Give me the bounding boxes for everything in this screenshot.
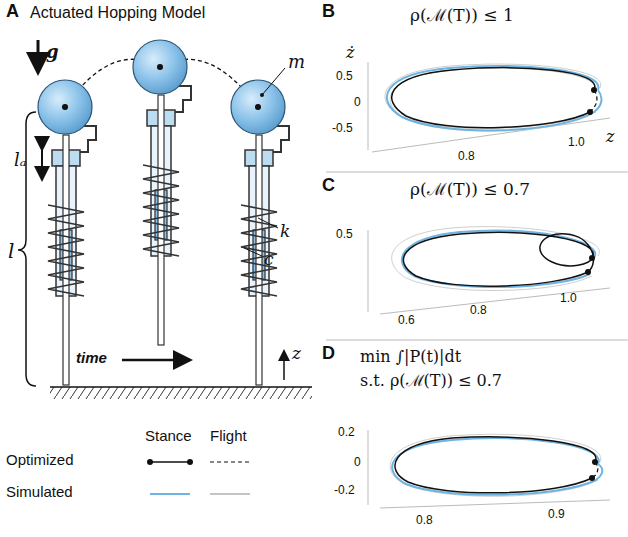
label: z bbox=[606, 128, 614, 146]
label: min ∫|P(t)|dt bbox=[360, 348, 461, 366]
label: -0.2 bbox=[334, 484, 355, 497]
label: l bbox=[8, 240, 14, 262]
label: 0 bbox=[354, 456, 361, 469]
label: 1.0 bbox=[568, 136, 585, 149]
label: 0.8 bbox=[416, 514, 433, 527]
label: g bbox=[46, 42, 59, 62]
label: c bbox=[264, 250, 274, 269]
label: 0.5 bbox=[336, 228, 353, 241]
label: z bbox=[292, 344, 301, 363]
label: Stance bbox=[145, 428, 192, 445]
label: 0.5 bbox=[336, 70, 353, 83]
legend-text: Simulated bbox=[6, 484, 73, 501]
label: -0.5 bbox=[332, 122, 353, 135]
label: lₐ bbox=[14, 150, 27, 170]
label: C bbox=[322, 176, 335, 196]
label: Flight bbox=[210, 428, 247, 445]
label: 0 bbox=[354, 96, 361, 109]
label: 0.9 bbox=[548, 508, 565, 521]
label: A bbox=[6, 2, 19, 22]
label: D bbox=[322, 344, 335, 364]
label: time bbox=[76, 350, 107, 367]
hopper bbox=[38, 80, 96, 385]
label: ż bbox=[346, 44, 354, 62]
label: ρ(ℳ(T)) ≤ 0.7 bbox=[410, 180, 530, 199]
label: 0.6 bbox=[398, 314, 415, 327]
label: 0.8 bbox=[458, 150, 475, 163]
label: Actuated Hopping Model bbox=[30, 4, 205, 22]
label: 1.0 bbox=[560, 292, 577, 305]
label: 0.2 bbox=[338, 426, 355, 439]
label: m bbox=[288, 52, 305, 72]
label: s.t. ρ(ℳ(T)) ≤ 0.7 bbox=[360, 372, 502, 390]
label: B bbox=[322, 2, 335, 22]
label: k bbox=[280, 222, 290, 241]
legend-text: Optimized bbox=[6, 452, 74, 469]
hopper bbox=[133, 40, 191, 345]
label: 0.8 bbox=[470, 304, 487, 317]
label: ρ(ℳ(T)) ≤ 1 bbox=[410, 6, 514, 25]
